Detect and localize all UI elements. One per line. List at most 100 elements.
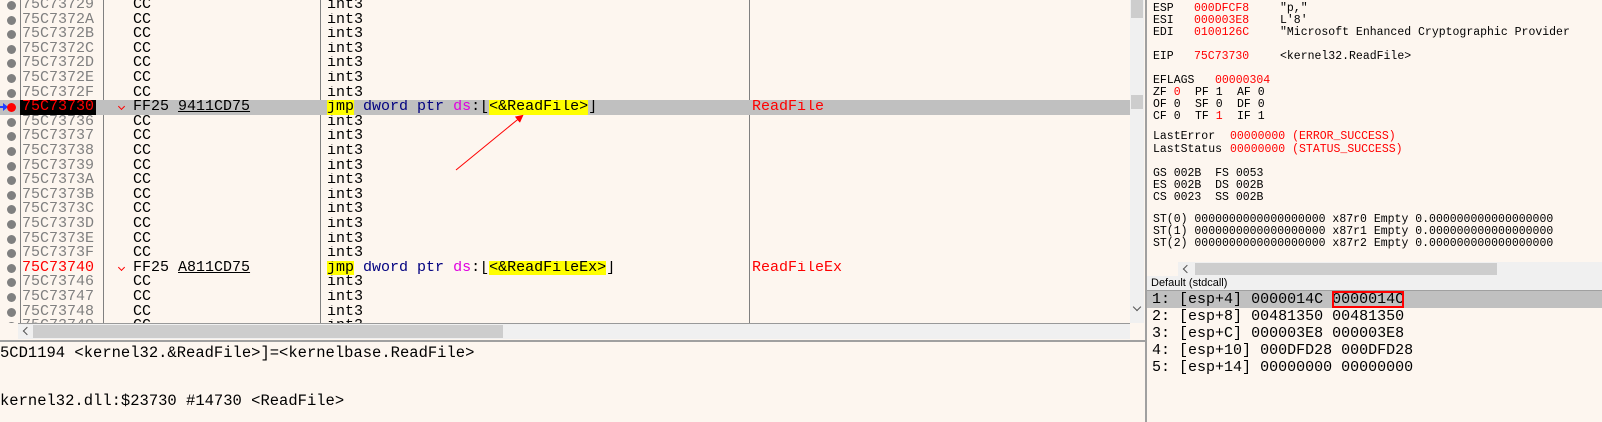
argument-row[interactable]: 1: [esp+4] 0000014C 0000014C	[1147, 291, 1602, 308]
scroll-left-icon[interactable]	[22, 326, 32, 336]
breakpoint-dot-icon[interactable]	[7, 220, 16, 229]
instruction: int3	[327, 27, 364, 42]
disassembly-horizontal-scrollbar[interactable]	[18, 323, 1130, 339]
bytes: CC	[133, 187, 152, 203]
flag-tf[interactable]: TF 1	[1195, 110, 1223, 123]
calling-convention-selector[interactable]: Default (stdcall)	[1147, 276, 1602, 291]
breakpoint-dot-icon[interactable]	[7, 234, 16, 244]
breakpoint-dot-icon[interactable]	[7, 176, 16, 186]
reg-value[interactable]: 000003E8	[1194, 14, 1250, 27]
segment-registers: CS 0023 SS 002B	[1153, 191, 1264, 204]
flag-zf[interactable]: ZF 0	[1153, 86, 1181, 99]
instruction: int3	[327, 246, 364, 261]
argument-row[interactable]: 3: [esp+C] 000003E8 000003E8	[1152, 325, 1405, 342]
flag-df[interactable]: DF 0	[1237, 98, 1265, 111]
instruction: int3	[327, 114, 364, 130]
bytes: CC	[133, 12, 152, 28]
instruction: int3	[327, 71, 364, 86]
breakpoint-dot-icon[interactable]	[7, 161, 16, 171]
breakpoint-dot-icon[interactable]	[7, 88, 16, 98]
breakpoint-dot-icon[interactable]	[7, 117, 16, 127]
reg-value[interactable]: 0100126C	[1194, 26, 1250, 39]
flag-of[interactable]: OF 0	[1153, 98, 1181, 111]
pane-splitter[interactable]	[1145, 0, 1147, 422]
bytes: FF25 A811CD75	[133, 260, 251, 276]
bytes: CC	[133, 158, 152, 174]
breakpoint-dot-icon[interactable]	[7, 205, 16, 215]
reg-value[interactable]: 00000304	[1215, 74, 1271, 87]
breakpoint-dot-icon[interactable]	[7, 249, 16, 259]
reg-value[interactable]: 00000000 (ERROR_SUCCESS)	[1230, 130, 1396, 143]
breakpoint-dot-icon[interactable]	[7, 15, 16, 25]
reg-value[interactable]: 75C73730	[1194, 50, 1250, 63]
scroll-down-icon[interactable]	[1132, 302, 1142, 312]
argument-row[interactable]: 4: [esp+10] 000DFD28 000DFD28	[1152, 342, 1414, 359]
breakpoint-dot-icon[interactable]	[7, 132, 16, 142]
breakpoint-dot-icon[interactable]	[7, 103, 16, 113]
breakpoint-dot-icon[interactable]	[7, 44, 16, 54]
flag-af[interactable]: AF 0	[1237, 86, 1265, 99]
bytes: CC	[133, 144, 152, 159]
reg-value[interactable]: 000DFCF8	[1194, 2, 1250, 15]
breakpoint-dot-icon[interactable]	[7, 30, 16, 40]
comment: ReadFile	[752, 100, 825, 115]
breakpoint-dot-icon[interactable]	[7, 263, 16, 273]
breakpoint-dot-icon[interactable]	[7, 147, 16, 156]
scroll-thumb[interactable]	[1131, 95, 1143, 109]
disasm-row[interactable]: 75C73740 FF25 A811CD75 jmp dword ptr ds:[<…	[0, 260, 1130, 276]
disassembly-vertical-scrollbar[interactable]	[1130, 0, 1144, 323]
scroll-thumb[interactable]	[33, 325, 503, 338]
address: 75C73740	[22, 260, 95, 276]
reg-name: EIP	[1153, 50, 1174, 63]
flag-cf[interactable]: CF 0	[1153, 110, 1181, 123]
registers-horizontal-scrollbar[interactable]	[1178, 262, 1602, 276]
scroll-thumb[interactable]	[1195, 263, 1497, 275]
bytes: CC	[133, 85, 152, 101]
scroll-thumb[interactable]	[1131, 0, 1143, 18]
breakpoint-dot-icon[interactable]	[7, 59, 16, 69]
breakpoint-dot-icon[interactable]	[7, 322, 16, 323]
disasm-row[interactable]: 75C73749CCint3	[0, 319, 1130, 323]
argument-row[interactable]: 5: [esp+14] 00000000 00000000	[1152, 359, 1414, 376]
scroll-left-icon[interactable]	[1182, 264, 1192, 274]
address: 75C7372E	[22, 71, 95, 86]
breakpoint-dot-icon[interactable]	[7, 190, 16, 200]
fpu-register: ST(1) 0000000000000000000 x87r1 Empty 0.…	[1153, 225, 1554, 238]
address: 75C73748	[22, 304, 95, 320]
bytes: CC	[133, 27, 152, 42]
breakpoint-dot-icon[interactable]	[7, 307, 16, 317]
instruction: jmp dword ptr ds:[<&ReadFileEx>]	[327, 260, 616, 276]
flag-if[interactable]: IF 1	[1237, 110, 1265, 123]
breakpoint-dot-icon[interactable]	[7, 278, 16, 288]
flag-sf[interactable]: SF 0	[1195, 98, 1223, 111]
reg-comment: <kernel32.ReadFile>	[1280, 50, 1412, 63]
argument-row[interactable]: 2: [esp+8] 00481350 00481350	[1152, 308, 1405, 325]
breakpoint-dot-icon[interactable]	[7, 74, 16, 83]
breakpoint-dot-icon[interactable]	[7, 293, 16, 302]
reg-value[interactable]: 00000000 (STATUS_SUCCESS)	[1230, 143, 1403, 156]
flag-pf[interactable]: PF 1	[1195, 86, 1223, 99]
breakpoint-dot-icon[interactable]	[7, 1, 16, 10]
